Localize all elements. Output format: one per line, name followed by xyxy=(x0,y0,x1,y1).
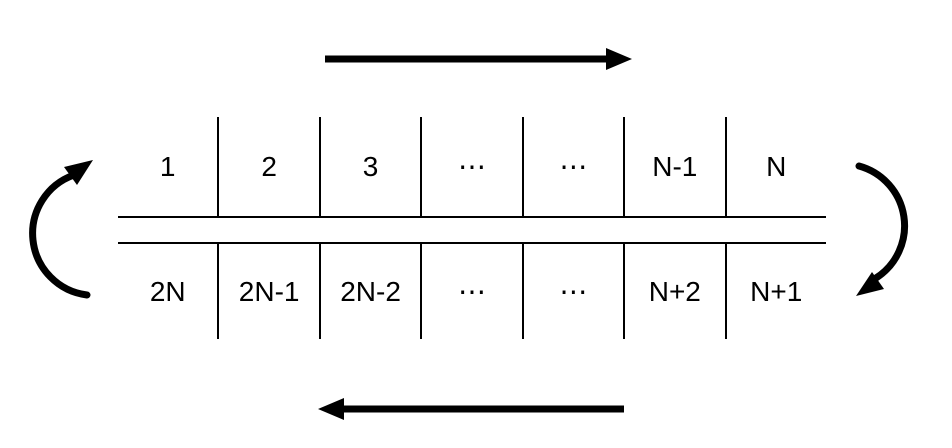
top-row: 1 2 3 ⋯ ⋯ N-1 N xyxy=(118,117,826,218)
wrap-up-arrow-icon xyxy=(29,160,93,299)
top-cell-2: 2 xyxy=(219,117,321,216)
bottom-cell-n-plus-1: N+1 xyxy=(750,275,803,307)
wrap-down-arrow-icon xyxy=(855,162,909,296)
bottom-cell-2n-minus-2: 2N-2 xyxy=(321,244,423,339)
left-arrow-icon xyxy=(318,398,624,420)
bottom-cell-ellipsis-2: ⋯ xyxy=(524,244,626,339)
bottom-row: 2N 2N-1 2N-2 ⋯ ⋯ N+2 N+1 xyxy=(118,242,826,339)
top-cell-3: 3 xyxy=(321,117,423,216)
bottom-cell-2n-minus-1: 2N-1 xyxy=(219,244,321,339)
bottom-cell-2n: 2N xyxy=(118,244,220,339)
top-cell-n-minus-1: N-1 xyxy=(625,117,727,216)
top-cell-1: 1 xyxy=(118,117,220,216)
top-cell-ellipsis-2: ⋯ xyxy=(524,117,626,216)
top-cell-ellipsis-1: ⋯ xyxy=(422,117,524,216)
top-cell-n: N xyxy=(766,150,787,182)
bottom-cell-n-plus-2: N+2 xyxy=(625,244,727,339)
right-arrow-icon xyxy=(325,48,632,70)
bottom-cell-ellipsis-1: ⋯ xyxy=(422,244,524,339)
